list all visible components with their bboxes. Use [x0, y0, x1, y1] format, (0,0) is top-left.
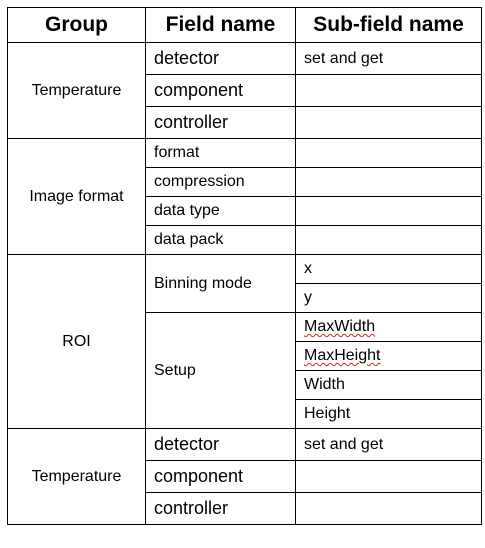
table-row: component [8, 460, 482, 493]
field-cell: detector [145, 42, 296, 75]
table-row: component [8, 74, 482, 107]
table-row: compression [8, 167, 482, 197]
group-cell-temperature: Temperature [7, 42, 146, 139]
subfield-cell: set and get [295, 428, 482, 461]
field-cell: controller [145, 492, 296, 525]
subfield-cell [295, 138, 482, 168]
field-cell: data pack [145, 225, 296, 255]
table-row: Temperature detector set and get [7, 42, 482, 139]
table-row: Temperature detector set and get [7, 428, 482, 525]
field-cell: format [145, 138, 296, 168]
table-row: Setup MaxWidth [8, 312, 482, 429]
spellcheck-flagged-text: MaxWidth [304, 318, 376, 335]
field-cell: data type [145, 196, 296, 226]
table-row: y [8, 283, 482, 313]
subfield-cell: set and get [295, 42, 482, 75]
group-cell-image-format: Image format [7, 138, 146, 255]
field-table: Group Field name Sub-field name Temperat… [7, 7, 482, 525]
header-field-name: Field name [145, 7, 296, 43]
subfield-cell: MaxHeight [295, 341, 482, 371]
subfield-cell [295, 74, 482, 107]
spellcheck-flagged-text: MaxHeight [304, 347, 381, 364]
table-row: MaxHeight [8, 341, 482, 371]
group-cell-temperature: Temperature [7, 428, 146, 525]
subfield-cell [295, 196, 482, 226]
table-row: controller [8, 492, 482, 525]
header-group: Group [7, 7, 146, 43]
subfield-cell [295, 106, 482, 139]
subfield-cell: Width [295, 370, 482, 400]
subfield-cell: Height [295, 399, 482, 429]
header-row: Group Field name Sub-field name [7, 7, 482, 43]
table-row: Height [8, 399, 482, 429]
field-cell: detector [145, 428, 296, 461]
field-cell: compression [145, 167, 296, 197]
field-cell: component [145, 460, 296, 493]
table-row: data pack [8, 225, 482, 255]
header-sub-field-name: Sub-field name [295, 7, 482, 43]
subfield-cell [295, 492, 482, 525]
subfield-cell: MaxWidth [295, 312, 482, 342]
subfield-cell [295, 225, 482, 255]
field-cell-setup: Setup [145, 312, 296, 429]
subfield-cell: y [295, 283, 482, 313]
field-cell: component [145, 74, 296, 107]
table-row: ROI Binning mode x [7, 254, 482, 429]
table-row: Width [8, 370, 482, 400]
table-row: Image format format [7, 138, 482, 255]
field-cell-binning-mode: Binning mode [145, 254, 296, 313]
subfield-cell [295, 460, 482, 493]
subfield-cell: x [295, 254, 482, 284]
subfield-cell [295, 167, 482, 197]
field-cell: controller [145, 106, 296, 139]
group-cell-roi: ROI [7, 254, 146, 429]
